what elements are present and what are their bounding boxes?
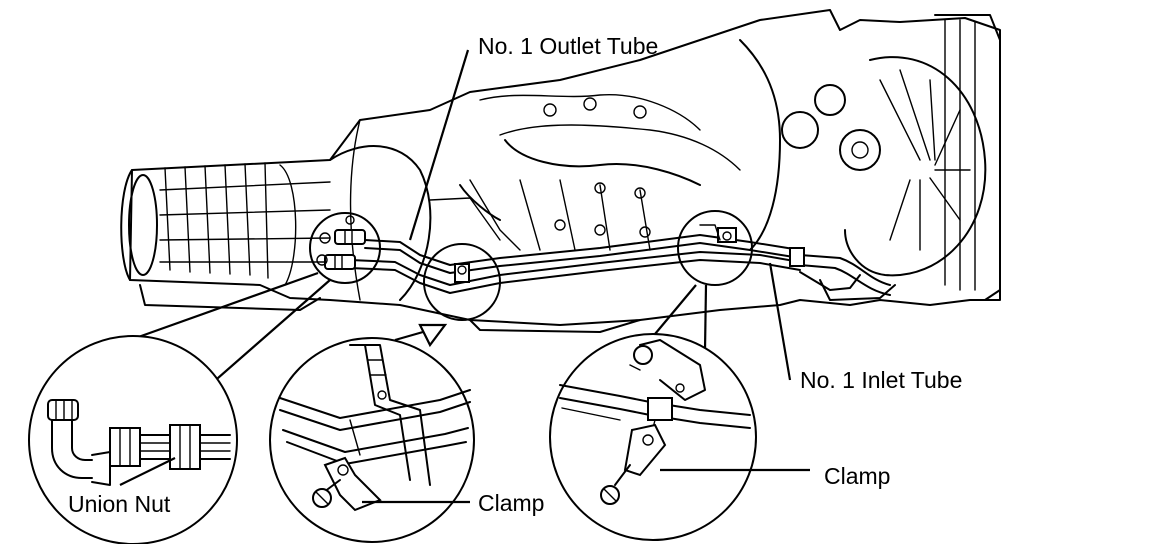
union-nut-label: Union Nut [68,491,171,517]
clamp-locations [454,224,805,283]
detail-union-nut: Union Nut [28,335,238,544]
clamp-left-label: Clamp [478,490,544,516]
tube-fittings [316,215,366,270]
callout-markers [309,210,753,321]
clamp-right-label: Clamp [824,463,890,489]
transmission-engine-assembly [120,9,1001,333]
outlet-tube-label: No. 1 Outlet Tube [478,33,658,59]
inlet-tube-label: No. 1 Inlet Tube [800,367,962,393]
detail-clamp-left: Clamp [269,337,544,543]
cooler-tubes [349,234,801,294]
tube-labels: No. 1 Outlet Tube No. 1 Inlet Tube [408,33,962,393]
callout-pointers [129,271,708,386]
detail-clamp-right: Clamp [549,333,890,541]
